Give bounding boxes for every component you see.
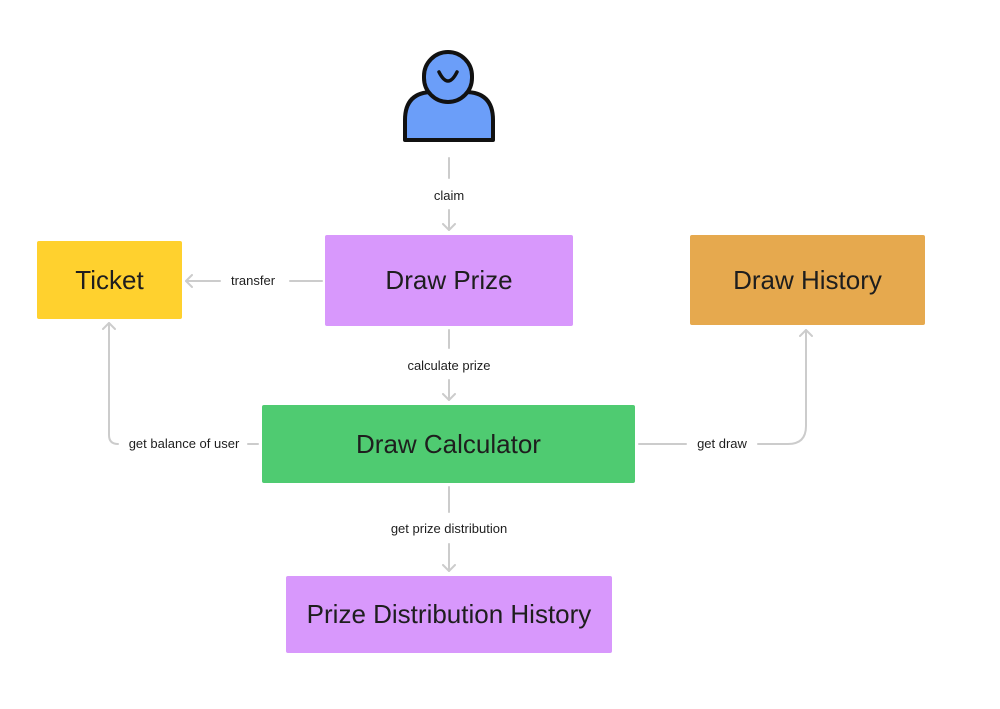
edge-label-get-draw: get draw (697, 436, 747, 451)
user-icon (403, 50, 495, 142)
node-draw-prize: Draw Prize (325, 235, 573, 326)
edge-transfer: transfer (185, 273, 323, 288)
edge-claim: claim (434, 157, 464, 231)
edge-get-balance-of-user: get balance of user (102, 322, 259, 451)
node-ticket: Ticket (37, 241, 182, 319)
node-label-draw-calculator: Draw Calculator (356, 429, 541, 459)
edge-label-claim: claim (434, 188, 464, 203)
edge-calculate-prize: calculate prize (407, 329, 491, 401)
node-label-draw-history: Draw History (733, 265, 882, 295)
edge-label-calculate-prize: calculate prize (407, 358, 490, 373)
node-label-ticket: Ticket (75, 265, 144, 295)
edge-get-draw: get draw (638, 329, 813, 451)
node-label-prize-distribution-history: Prize Distribution History (307, 599, 592, 629)
edge-get-prize-distribution: get prize distribution (391, 486, 507, 572)
edge-label-get-balance-of-user: get balance of user (129, 436, 240, 451)
edge-label-transfer: transfer (231, 273, 276, 288)
node-prize-distribution-history: Prize Distribution History (286, 576, 612, 653)
edge-label-get-prize-distribution: get prize distribution (391, 521, 507, 536)
node-draw-history: Draw History (690, 235, 925, 325)
node-draw-calculator: Draw Calculator (262, 405, 635, 483)
node-label-draw-prize: Draw Prize (385, 265, 512, 295)
